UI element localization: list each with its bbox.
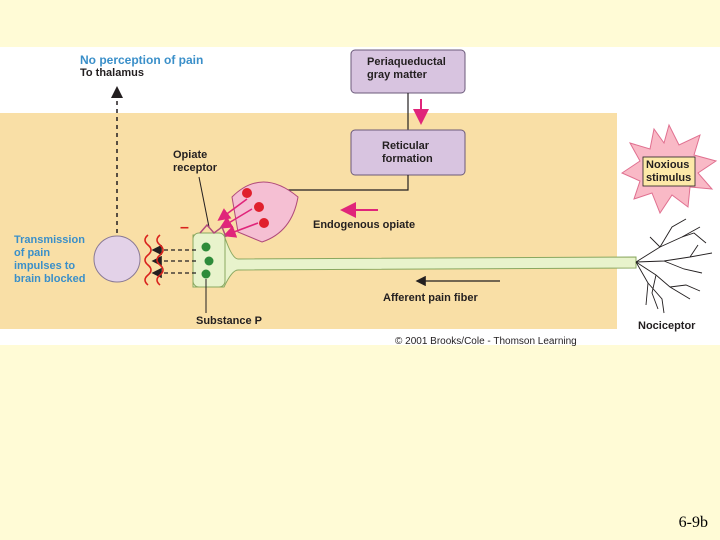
noxious-stimulus-label: Noxious stimulus: [646, 159, 692, 184]
substance-p-vesicle: [204, 256, 214, 266]
periaqueductal-label: Periaqueductal gray matter: [367, 56, 446, 81]
block-squiggle: [156, 234, 164, 286]
afferent-fiber: [192, 234, 637, 288]
transmission-blocked-label: Transmission of pain impulses to brain b…: [14, 234, 86, 285]
substance-p-vesicle: [201, 242, 211, 252]
copyright-notice: © 2001 Brooks/Cole - Thomson Learning: [395, 336, 577, 347]
pain-pathway-diagram: No perception of pain To thalamus Periaq…: [0, 47, 720, 347]
reticular-label: Reticular formation: [382, 140, 433, 165]
slide-number: 6-9b: [678, 514, 708, 531]
afferent-fiber-label: Afferent pain fiber: [383, 292, 478, 304]
to-thalamus-label: To thalamus: [80, 67, 144, 79]
second-order-neuron: [93, 235, 141, 283]
opiate-arrow: [219, 208, 253, 229]
opiate-vesicle: [242, 188, 252, 198]
substance-p-label: Substance P: [196, 315, 263, 327]
reticular-to-neuron-line: [262, 175, 409, 191]
no-perception-label: No perception of pain: [80, 53, 204, 67]
opiate-vesicle: [259, 218, 269, 228]
opiate-receptor-site: [199, 223, 227, 238]
nociceptor-endings: [635, 218, 713, 314]
diagram-graphics: [0, 49, 718, 329]
opiate-receptor-label: Opiate receptor: [173, 149, 218, 174]
background-panel: [0, 113, 617, 329]
block-squiggle: [144, 234, 152, 286]
inhibition-sign: –: [180, 219, 189, 236]
opiate-receptor-pointer: [198, 176, 210, 228]
noxious-box: [642, 156, 696, 187]
opiate-arrow: [217, 198, 248, 221]
opiate-arrow: [223, 222, 259, 238]
substance-p-vesicle: [201, 269, 211, 279]
endogenous-opiate-label: Endogenous opiate: [313, 219, 416, 231]
opiate-vesicle: [254, 202, 264, 212]
nociceptor-label: Nociceptor: [638, 320, 696, 332]
